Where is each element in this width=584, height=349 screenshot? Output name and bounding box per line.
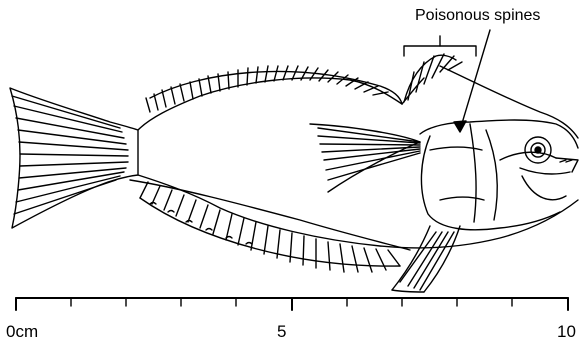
scale-label-end: 10 [557, 322, 576, 342]
poisonous-spines-label: Poisonous spines [415, 7, 540, 25]
callout-bracket [404, 36, 476, 56]
eye [525, 137, 551, 163]
scale-bar [16, 298, 568, 310]
scale-label-start: 0cm [6, 322, 38, 342]
fish-head [420, 120, 578, 230]
pectoral-fin [310, 124, 420, 192]
spiny-dorsal-fin [404, 54, 462, 102]
scale-label-mid: 5 [277, 322, 286, 342]
tail-fin [10, 88, 138, 228]
dorsal-fin [146, 66, 402, 112]
pelvic-fin [392, 226, 460, 292]
fish-body [138, 66, 578, 248]
